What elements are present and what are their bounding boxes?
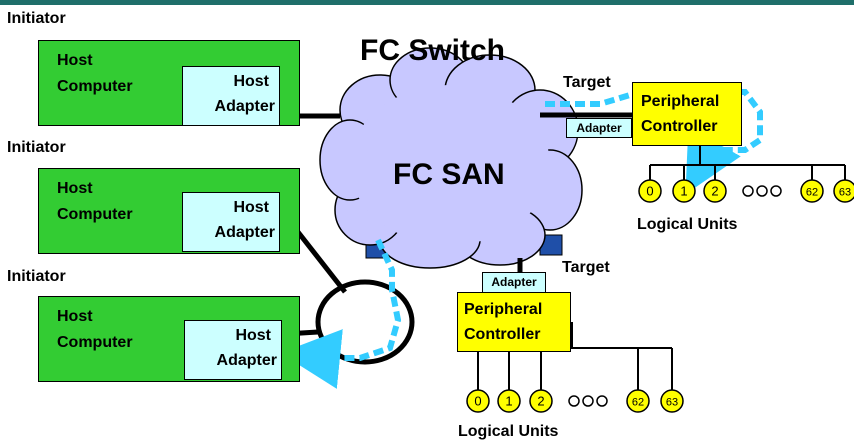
- target-adapter: Adapter: [566, 118, 632, 138]
- adapter-label: Adapter: [214, 224, 275, 241]
- adapter-label: Host: [233, 199, 269, 216]
- logical-unit-number: 62: [632, 397, 644, 409]
- initiator-label: Initiator: [7, 268, 66, 285]
- logical-unit-number: 63: [666, 397, 678, 409]
- host-label: Host: [57, 52, 93, 69]
- host-label: Computer: [57, 206, 133, 223]
- controller-label: Controller: [641, 118, 718, 135]
- lun-row-top: 0 1 2 62 63: [638, 179, 854, 203]
- adapter-label: Adapter: [216, 352, 277, 369]
- ellipsis-dot: [756, 185, 768, 197]
- fc-san-cloud: [319, 47, 583, 269]
- logical-unit: [800, 179, 824, 203]
- ellipsis-dot: [582, 395, 594, 407]
- target-adapter: Adapter: [482, 272, 546, 294]
- host-label: Computer: [57, 334, 133, 351]
- ellipsis-dot: [596, 395, 608, 407]
- initiator-label: Initiator: [7, 139, 66, 156]
- logical-units-label: Logical Units: [458, 423, 559, 440]
- adapter-label: Host: [235, 327, 271, 344]
- logical-unit: [466, 389, 490, 413]
- logical-unit-number: 2: [711, 184, 718, 199]
- arbitrated-loop: [315, 279, 415, 365]
- controller-label: Peripheral: [641, 93, 720, 110]
- page-title: FC Switch: [360, 34, 506, 67]
- logical-unit: [626, 389, 650, 413]
- ellipsis-dot: [770, 185, 782, 197]
- adapter-label: Adapter: [214, 98, 275, 115]
- host-label: Host: [57, 180, 93, 197]
- logical-unit: [497, 389, 521, 413]
- logical-unit-number: 1: [680, 184, 687, 199]
- logical-unit: [833, 179, 854, 203]
- logical-unit: [703, 179, 727, 203]
- host-adapter: Host Adapter: [182, 66, 280, 126]
- logical-unit-number: 0: [646, 184, 653, 199]
- logical-unit-number: 63: [839, 187, 851, 199]
- host-adapter: Host Adapter: [182, 192, 280, 252]
- cloud-label: FC SAN: [393, 158, 505, 191]
- logical-unit: [660, 389, 684, 413]
- logical-unit: [529, 389, 553, 413]
- ellipsis-dot: [742, 185, 754, 197]
- logical-unit: [672, 179, 696, 203]
- logical-unit-number: 1: [505, 394, 512, 409]
- ellipsis-dot: [568, 395, 580, 407]
- logical-units-label: Logical Units: [637, 216, 738, 233]
- logical-unit-number: 0: [474, 394, 481, 409]
- target-label: Target: [562, 259, 610, 276]
- header-bar: [0, 0, 854, 5]
- target-label: Target: [563, 74, 611, 91]
- host-label: Computer: [57, 78, 133, 95]
- host-adapter: Host Adapter: [184, 320, 282, 380]
- host-label: Host: [57, 308, 93, 325]
- controller-label: Controller: [464, 326, 541, 343]
- lun-row-bottom: 0 1 2 62 63: [466, 389, 684, 413]
- logical-unit: [638, 179, 662, 203]
- lun-tree: [649, 142, 846, 180]
- data-path: [545, 89, 763, 195]
- peripheral-controller: Peripheral Controller: [632, 82, 742, 146]
- logical-unit-number: 62: [806, 187, 818, 199]
- logical-unit-number: 2: [537, 394, 544, 409]
- controller-label: Peripheral: [464, 301, 543, 318]
- initiator-label: Initiator: [7, 10, 66, 27]
- data-path: [280, 238, 402, 389]
- peripheral-controller: Peripheral Controller: [457, 292, 571, 352]
- adapter-label: Host: [233, 73, 269, 90]
